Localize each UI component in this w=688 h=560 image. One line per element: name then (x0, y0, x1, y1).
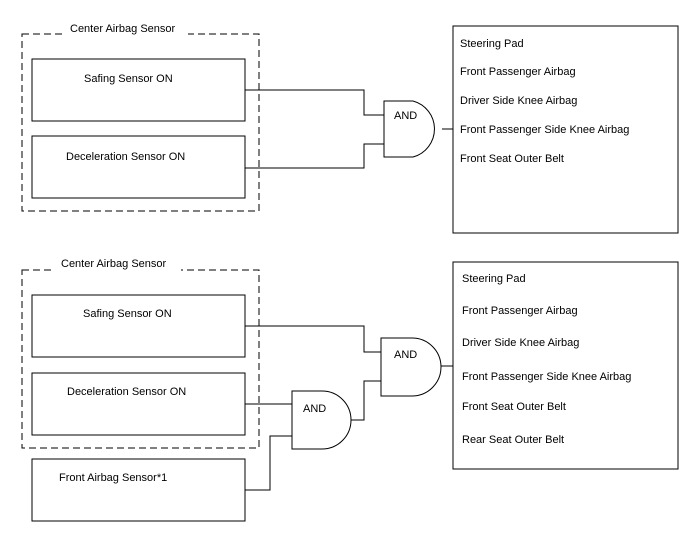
top-deceleration-sensor-box (31, 135, 246, 199)
bottom-output-front-seat-outer-belt: Front Seat Outer Belt (462, 401, 566, 413)
top-safing-wire (245, 89, 384, 116)
bottom-front-airbag-sensor-label: Front Airbag Sensor*1 (59, 472, 167, 484)
top-output-front-passenger-side-knee-airbag: Front Passenger Side Knee Airbag (460, 124, 629, 136)
top-and-gate (383, 100, 435, 158)
bottom-and-gate-inner-label: AND (303, 403, 326, 415)
top-output-steering-pad: Steering Pad (460, 38, 524, 50)
bottom-center-airbag-sensor-group (21, 269, 260, 449)
bottom-deceleration-sensor-box (31, 372, 246, 436)
bottom-output-front-passenger-airbag: Front Passenger Airbag (462, 305, 578, 317)
bottom-output-driver-side-knee-airbag: Driver Side Knee Airbag (462, 337, 579, 349)
bottom-group-label: Center Airbag Sensor (61, 258, 167, 270)
bottom-output-front-passenger-side-knee-airbag: Front Passenger Side Knee Airbag (462, 371, 631, 383)
top-and-gate-label: AND (394, 110, 417, 122)
bottom-group-label-bg (55, 256, 181, 272)
top-deceleration-sensor-label: Deceleration Sensor ON (66, 151, 185, 163)
bottom-and-gate-main (380, 337, 442, 397)
bottom-and-gate-inner (291, 390, 352, 450)
top-group-label-bg (64, 22, 188, 38)
bottom-output-box (452, 261, 679, 470)
bottom-and-gate-main-label: AND (394, 349, 417, 361)
top-diagram: Center Airbag Sensor Safing Sensor ON De… (21, 22, 679, 234)
bottom-output-rear-seat-outer-belt: Rear Seat Outer Belt (462, 434, 564, 446)
bottom-safing-sensor-box (31, 294, 246, 358)
bottom-front-airbag-sensor-box (31, 458, 246, 522)
bottom-deceleration-sensor-label: Deceleration Sensor ON (67, 386, 186, 398)
bottom-safing-wire (245, 325, 381, 353)
bottom-safing-sensor-label: Safing Sensor ON (83, 308, 172, 320)
top-group-label: Center Airbag Sensor (70, 23, 176, 35)
top-output-box (452, 25, 679, 234)
bottom-inner-gate-output-wire (351, 380, 381, 421)
bottom-output-steering-pad: Steering Pad (462, 273, 526, 285)
top-safing-sensor-box (31, 58, 246, 122)
top-output-driver-side-knee-airbag: Driver Side Knee Airbag (460, 95, 577, 107)
bottom-front-sensor-wire (245, 435, 292, 491)
bottom-diagram: Center Airbag Sensor Safing Sensor ON De… (21, 256, 679, 522)
top-decel-wire (245, 143, 384, 169)
top-output-front-seat-outer-belt: Front Seat Outer Belt (460, 153, 564, 165)
top-center-airbag-sensor-group (21, 33, 260, 212)
top-output-front-passenger-airbag: Front Passenger Airbag (460, 66, 576, 78)
top-safing-sensor-label: Safing Sensor ON (84, 73, 173, 85)
